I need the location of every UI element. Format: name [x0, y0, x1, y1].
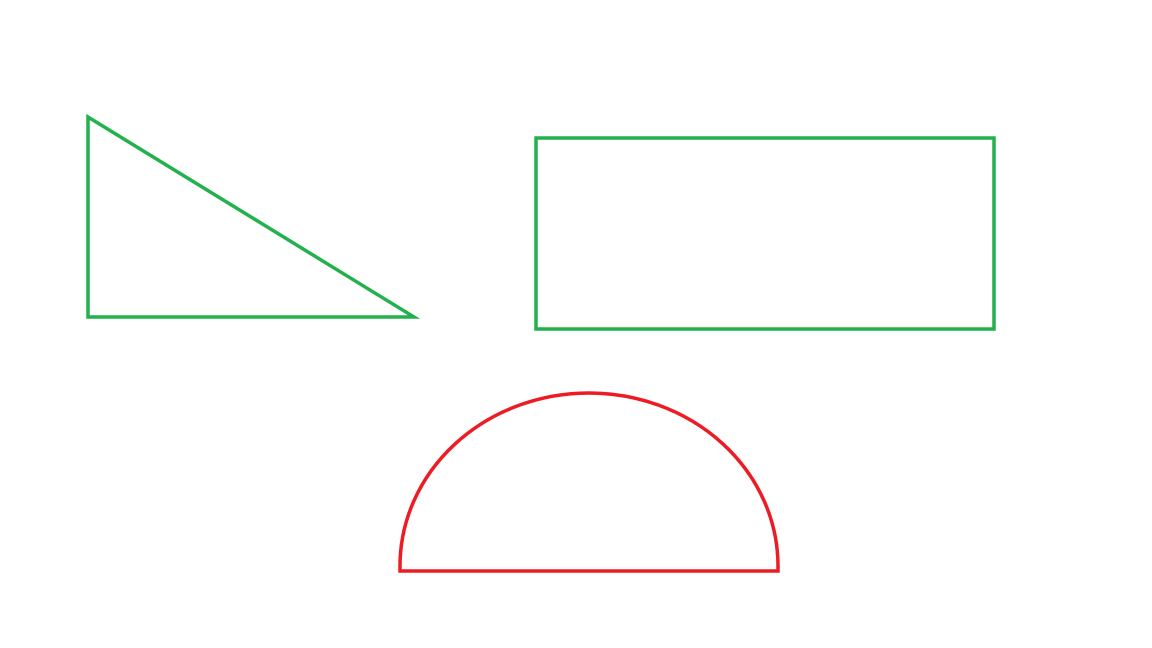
- rectangle-shape: [534, 136, 996, 331]
- semicircle-shape: [398, 391, 780, 573]
- right-triangle-shape: [86, 113, 421, 319]
